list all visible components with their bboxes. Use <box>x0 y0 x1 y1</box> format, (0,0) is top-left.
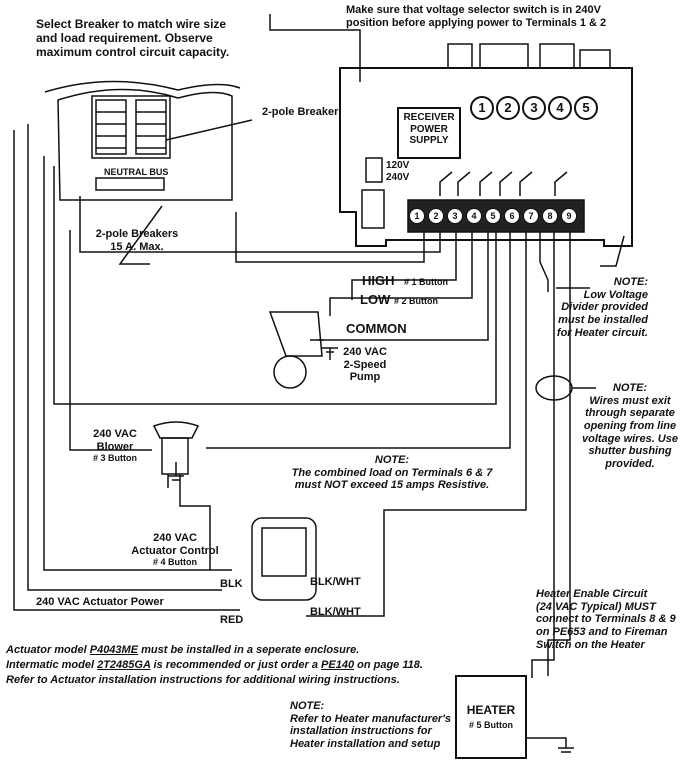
label-high: HIGH <box>362 273 395 288</box>
receiver-power-supply-label: RECEIVER POWER SUPPLY <box>403 112 455 146</box>
label-actuator-power: 240 VAC Actuator Power <box>36 596 164 608</box>
receiver-box <box>397 107 461 159</box>
button-3: 3 <box>522 96 546 120</box>
label-2-pole-breakers: 2-pole Breakers 15 A. Max. <box>95 228 179 253</box>
actuator-label: 240 VAC Actuator Control # 4 Button <box>131 532 219 568</box>
pump-label: 240 VAC 2-Speed Pump <box>343 346 387 384</box>
terminal-5: 5 <box>485 208 501 224</box>
note-wires-exit: NOTE: Wires must exit through separate o… <box>582 382 678 470</box>
pump-motor <box>268 311 323 357</box>
label-neutral-bus: NEUTRAL BUS <box>104 167 169 177</box>
label-high-button: # 1 Button <box>404 277 448 287</box>
terminal-2: 2 <box>428 208 444 224</box>
control-box <box>339 67 633 247</box>
terminal-1: 1 <box>409 208 425 224</box>
terminal-3: 3 <box>447 208 463 224</box>
terminal-7: 7 <box>523 208 539 224</box>
terminal-6: 6 <box>504 208 520 224</box>
button-1: 1 <box>470 96 494 120</box>
label-2-pole-breaker: 2-pole Breaker <box>262 106 339 118</box>
footer-line-1: Actuator model P4043ME must be installed… <box>6 644 360 656</box>
label-240v: 240V <box>386 172 410 183</box>
note-heater-enable: Heater Enable Circuit (24 VAC Typical) M… <box>536 588 676 651</box>
note-low-voltage: NOTE: Low Voltage Divider provided must … <box>556 276 648 339</box>
blower-label: 240 VAC Blower # 3 Button <box>93 428 137 464</box>
terminal-9: 9 <box>561 208 577 224</box>
label-common: COMMON <box>346 321 407 336</box>
label-red: RED <box>220 614 244 626</box>
heater-box <box>455 675 527 759</box>
label-blk-wht-1: BLK/WHT <box>310 576 361 588</box>
note-voltage-switch: Make sure that voltage selector switch i… <box>346 4 607 29</box>
button-5: 5 <box>574 96 598 120</box>
label-blk-wht-2: BLK/WHT <box>310 606 361 618</box>
note-heater-manufacturer: NOTE: Refer to Heater manufacturer's ins… <box>290 700 451 750</box>
label-low-button: # 2 Button <box>394 296 438 306</box>
note-breaker-select: Select Breaker to match wire size and lo… <box>36 17 230 59</box>
terminal-8: 8 <box>542 208 558 224</box>
footer-line-2: Intermatic model 2T2485GA is recommended… <box>6 659 423 671</box>
label-blk: BLK <box>220 578 243 590</box>
footer-line-3: Refer to Actuator installation instructi… <box>6 674 400 686</box>
button-2: 2 <box>496 96 520 120</box>
button-4: 4 <box>548 96 572 120</box>
note-combined-load: NOTE: The combined load on Terminals 6 &… <box>291 454 493 492</box>
breaker-body <box>91 95 171 159</box>
heater-button-label: # 5 Button <box>469 720 513 730</box>
neutral-bus-bar <box>95 177 165 191</box>
terminal-4: 4 <box>466 208 482 224</box>
blower-motor <box>152 421 200 439</box>
label-low: LOW <box>360 292 391 307</box>
label-120v: 120V <box>386 160 410 171</box>
panel-housing <box>57 88 233 201</box>
actuator-box <box>251 517 317 601</box>
heater-label: HEATER <box>466 703 516 717</box>
